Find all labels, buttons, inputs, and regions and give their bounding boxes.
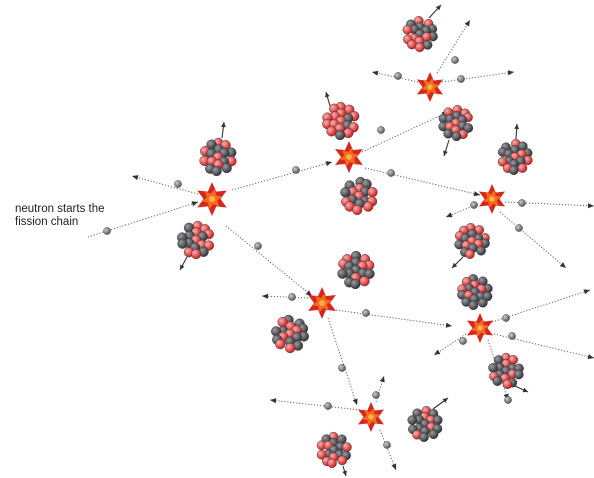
path-f-upright — [491, 289, 591, 323]
path-b-to-e — [361, 111, 449, 153]
neutron-a-left — [174, 180, 182, 188]
nucleus-f1 — [457, 274, 493, 311]
fission-event-e — [417, 72, 443, 102]
fission-fragments — [177, 15, 533, 468]
neutron-g-down — [383, 441, 391, 449]
fragment-arrow-a1 — [221, 121, 226, 139]
path-e-up — [436, 19, 471, 74]
path-d-down — [499, 211, 567, 269]
path-f-right — [493, 333, 594, 360]
nucleus-a1 — [199, 137, 237, 177]
nucleus-c2 — [271, 314, 309, 354]
neutrons — [103, 56, 526, 449]
fragment-arrow-e2 — [443, 139, 450, 157]
fragment-arrow-d2 — [451, 256, 464, 269]
path-c-to-f — [335, 309, 453, 328]
neutron-g-left — [324, 402, 332, 410]
path-a-left — [131, 175, 199, 195]
nucleus-c1 — [337, 250, 375, 290]
neutron-d-right — [518, 199, 526, 207]
fragment-arrow-a2 — [179, 256, 188, 271]
nucleus-b1 — [322, 101, 360, 141]
neutron-d-down — [515, 224, 523, 232]
neutron-e-right — [457, 75, 465, 83]
nucleus-g1 — [407, 405, 443, 443]
fragment-arrow-d1 — [514, 123, 520, 140]
neutron-c-g — [338, 364, 346, 372]
path-f-left — [433, 333, 467, 356]
neutron-f-upright — [502, 314, 510, 322]
path-d-right — [504, 201, 594, 209]
neutron-initial — [103, 227, 111, 235]
path-initial — [87, 201, 199, 238]
fission-event-d — [479, 184, 505, 214]
path-c-left — [261, 293, 309, 299]
fragment-arrow-g2 — [342, 465, 347, 477]
path-e-left — [371, 70, 419, 83]
path-a-to-b — [231, 161, 333, 191]
fission-events — [197, 72, 505, 432]
fission-event-g — [358, 402, 384, 432]
neutron-c-f — [362, 309, 370, 317]
fission-event-b — [335, 141, 363, 173]
neutron-paths — [87, 4, 594, 477]
nucleus-e2 — [438, 105, 474, 142]
neutron-a-b — [292, 166, 300, 174]
fragment-arrow-g1 — [432, 397, 449, 410]
neutron-e-up — [451, 56, 459, 64]
fragment-arrow-f2 — [514, 385, 529, 393]
path-a-to-c — [225, 225, 313, 297]
path-d-left — [445, 203, 479, 218]
neutron-c-left — [288, 293, 296, 301]
path-b-to-d — [364, 167, 481, 197]
path-g-left — [269, 398, 361, 411]
path-g-down — [379, 429, 397, 471]
neutron-a-c — [254, 242, 262, 250]
path-e-right — [441, 70, 515, 83]
neutron-f-down — [504, 396, 512, 404]
nucleus-f2 — [488, 352, 524, 390]
path-g-up — [375, 375, 385, 403]
nucleus-a2 — [177, 220, 215, 260]
fission-event-c — [308, 287, 336, 319]
fission-event-a — [197, 182, 227, 216]
fragment-arrow-b1 — [325, 91, 331, 107]
neutron-b-d — [387, 169, 395, 177]
nucleus-d1 — [497, 138, 533, 175]
nucleus-e1 — [402, 15, 438, 53]
path-c-to-g — [327, 317, 358, 406]
neutron-f-right — [508, 332, 516, 340]
fission-event-f — [467, 313, 493, 343]
fragment-arrow-e1 — [428, 4, 442, 19]
neutron-e-left — [394, 72, 402, 80]
neutron-g-up — [372, 391, 380, 399]
caption-fission-chain: fission chain — [15, 216, 79, 228]
nucleus-g2 — [316, 431, 352, 468]
nucleus-b2 — [340, 176, 378, 216]
neutron-d-left — [470, 201, 478, 209]
caption-neutron-starts: neutron starts the — [15, 203, 105, 215]
neutron-f-left — [459, 337, 467, 345]
neutron-b-e — [377, 126, 385, 134]
nucleus-d2 — [454, 222, 490, 259]
